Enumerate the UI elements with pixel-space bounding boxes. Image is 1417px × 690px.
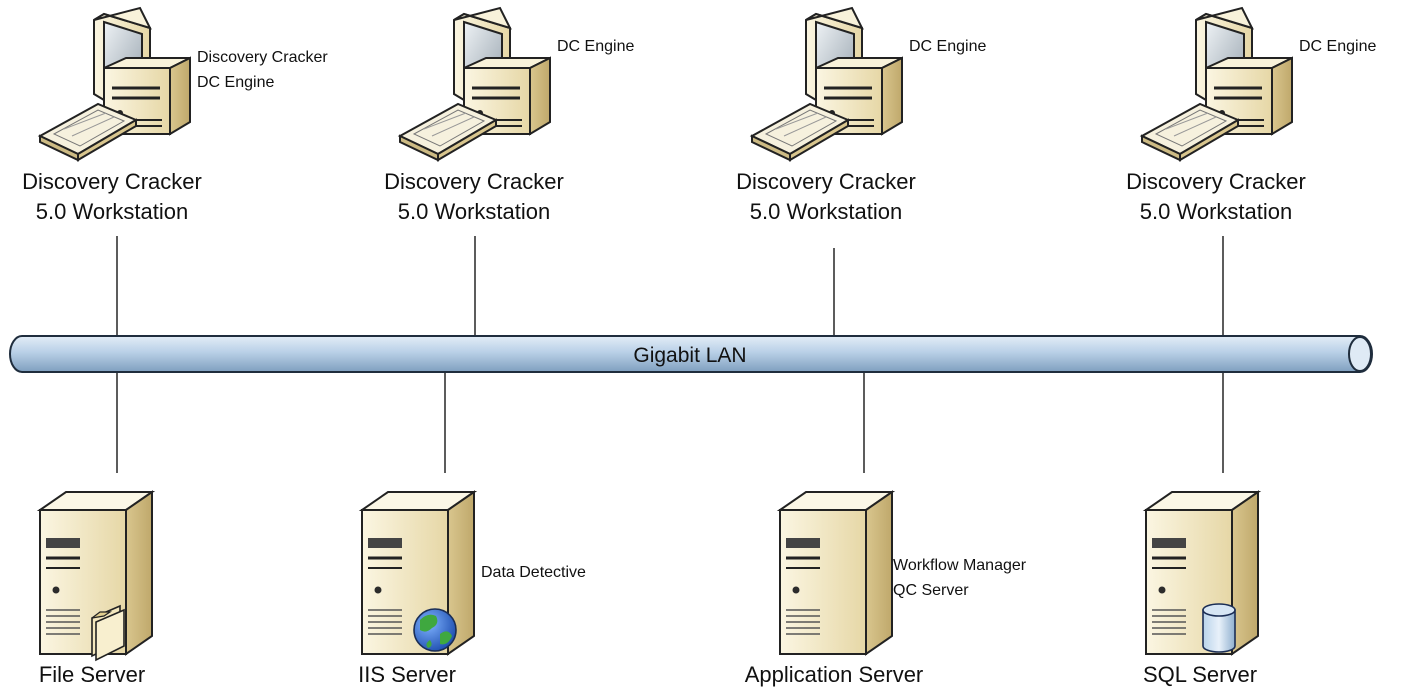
workstation-name-line1: Discovery Cracker [384, 169, 564, 194]
server-name: SQL Server [1143, 662, 1257, 687]
workstation-computer-icon [1140, 6, 1294, 162]
server-4: SQL Server [1143, 490, 1260, 687]
workstation-note-line1: DC Engine [909, 38, 986, 55]
workstation-note-line2: DC Engine [197, 74, 274, 91]
server-name: File Server [39, 662, 145, 687]
workstation-note-line1: DC Engine [1299, 38, 1376, 55]
server-name: Application Server [745, 662, 924, 687]
workstation-name-line1: Discovery Cracker [22, 169, 202, 194]
workstation-name-line2: 5.0 Workstation [750, 199, 902, 224]
server-tower-icon [778, 490, 894, 656]
server-note-line1: Workflow Manager [893, 557, 1027, 574]
workstation-3: DC Engine Discovery Cracker 5.0 Workstat… [736, 6, 986, 224]
globe-icon [413, 608, 457, 652]
server-tower-icon [1144, 490, 1260, 656]
workstation-computer-icon [398, 6, 552, 162]
workstation-4: DC Engine Discovery Cracker 5.0 Workstat… [1126, 6, 1376, 224]
workstation-computer-icon [38, 6, 192, 162]
workstation-name-line2: 5.0 Workstation [398, 199, 550, 224]
workstation-name-line2: 5.0 Workstation [1140, 199, 1292, 224]
server-1: File Server [38, 490, 154, 687]
workstation-note-line1: Discovery Cracker [197, 49, 328, 66]
lan-label: Gigabit LAN [633, 344, 746, 367]
server-note-line2: QC Server [893, 582, 969, 599]
server-name: IIS Server [358, 662, 456, 687]
server-2: Data Detective IIS Server [358, 490, 586, 687]
server-note-line1: Data Detective [481, 564, 586, 581]
folder-icon [91, 604, 125, 662]
server-3: Workflow Manager QC Server Application S… [745, 490, 1027, 687]
database-icon [1202, 603, 1236, 653]
workstation-computer-icon [750, 6, 904, 162]
workstation-1: Discovery Cracker DC Engine Discovery Cr… [22, 6, 328, 224]
workstation-name-line2: 5.0 Workstation [36, 199, 188, 224]
connectors [116, 236, 1224, 473]
workstation-2: DC Engine Discovery Cracker 5.0 Workstat… [384, 6, 634, 224]
workstation-name-line1: Discovery Cracker [736, 169, 916, 194]
gigabit-lan-bus: Gigabit LAN [9, 335, 1373, 373]
workstation-name-line1: Discovery Cracker [1126, 169, 1306, 194]
workstation-note-line1: DC Engine [557, 38, 634, 55]
